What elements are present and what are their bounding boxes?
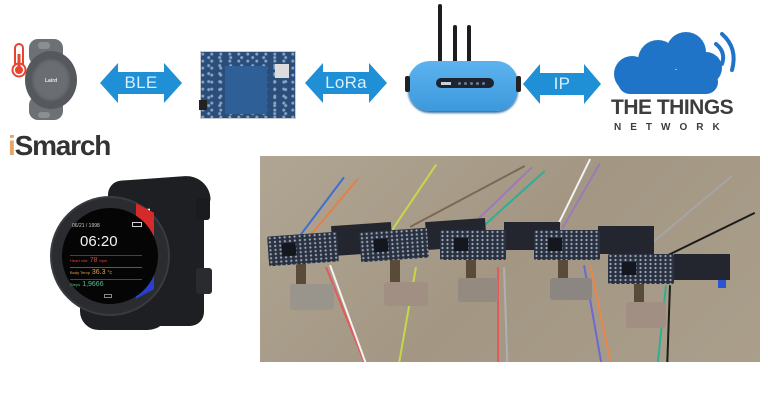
logo-name: Smarch xyxy=(14,130,112,161)
logo-prefix: i xyxy=(8,130,16,161)
sensor-plate xyxy=(626,302,666,328)
sensor-slot-top xyxy=(38,42,50,49)
gateway-led-panel xyxy=(436,78,494,88)
flex-cable xyxy=(558,260,568,282)
antenna-strip-4 xyxy=(598,226,654,254)
wire-white-2 xyxy=(329,264,370,362)
lora-label: LoRa xyxy=(325,73,367,92)
sensor-pcb-4 xyxy=(534,230,600,260)
sensor-pcb-5 xyxy=(608,254,674,284)
watch-time: 06:20 xyxy=(80,233,118,250)
strap-buckle xyxy=(196,268,212,294)
ip-link-arrow: IP xyxy=(523,64,601,104)
flex-cable xyxy=(296,262,306,288)
flex-cable xyxy=(390,260,400,286)
ble-label: BLE xyxy=(124,73,158,92)
cloud-wifi-icon xyxy=(614,32,736,94)
board-gps-module xyxy=(275,64,289,78)
screen-home-icon xyxy=(104,294,112,298)
body-temp-value: 36.3 xyxy=(91,269,106,276)
antenna-strip-5 xyxy=(674,254,730,280)
gateway-body xyxy=(408,61,518,111)
gateway-antenna-3 xyxy=(467,25,471,63)
gateway-antenna-2 xyxy=(453,25,457,63)
heart-rate-row: Heart rate 78 bpm xyxy=(70,257,107,264)
hardware-photo xyxy=(260,156,760,362)
ble-link-arrow: BLE xyxy=(100,63,182,103)
bridge-board xyxy=(199,51,296,119)
wire-white xyxy=(555,158,592,230)
ismarch-logo: iSmarch xyxy=(8,130,112,162)
flex-cable xyxy=(466,260,476,282)
gateway-antenna-1 xyxy=(438,4,442,64)
led xyxy=(470,81,473,85)
board-connector xyxy=(199,100,207,110)
watch-screen: 06/21 / 1998 06:20 Heart rate 78 bpm Bod… xyxy=(62,208,158,304)
led xyxy=(464,81,467,85)
led xyxy=(476,81,479,85)
heart-rate-value: 78 xyxy=(89,257,98,264)
divider xyxy=(70,279,142,280)
chip xyxy=(548,238,562,251)
led xyxy=(482,81,485,85)
double-arrow-icon xyxy=(305,63,387,103)
flex-cable xyxy=(634,282,644,306)
sensor-pcb-2 xyxy=(359,227,429,263)
chip xyxy=(622,262,636,275)
board-shield xyxy=(225,66,267,114)
watch-date: 06/21 / 1998 xyxy=(72,223,100,229)
sensor-face xyxy=(31,58,71,102)
wire-grey-2 xyxy=(503,266,509,362)
sensor-slot-bottom xyxy=(38,112,50,118)
ip-label: IP xyxy=(553,74,571,93)
steps-value: 1,9666 xyxy=(82,281,104,288)
ttn-subtitle: NETWORK xyxy=(614,122,729,133)
battery-icon xyxy=(132,222,142,227)
gateway-logo xyxy=(441,81,451,85)
sensor-brand-text: Laird xyxy=(45,78,58,84)
heart-rate-unit: bpm xyxy=(99,258,108,263)
chip xyxy=(281,242,297,257)
divider xyxy=(70,267,142,268)
body-temp-row: Body Temp 36.3 °c xyxy=(70,269,112,276)
double-arrow-icon xyxy=(523,64,601,104)
body-temp-unit: °c xyxy=(107,270,112,276)
led xyxy=(458,81,461,85)
strap-loop xyxy=(196,198,210,220)
sensor-plate xyxy=(550,278,592,300)
wire-black-2 xyxy=(666,284,671,362)
gateway-side-mount-left xyxy=(405,76,410,92)
sensor-plate xyxy=(458,278,498,302)
blue-tab xyxy=(718,280,726,288)
chip xyxy=(454,238,468,251)
sensor-pcb-1 xyxy=(267,231,339,267)
sensor-plate xyxy=(290,284,334,310)
chip xyxy=(373,238,389,253)
divider xyxy=(70,255,142,256)
double-arrow-icon xyxy=(100,63,182,103)
gateway-side-mount-right xyxy=(516,76,521,92)
ttn-title: THE THINGS xyxy=(611,96,734,119)
body-temp-label: Body Temp xyxy=(70,270,90,275)
heart-rate-label: Heart rate xyxy=(70,258,88,263)
lora-link-arrow: LoRa xyxy=(305,63,387,103)
steps-row: Steps 1,9666 xyxy=(70,281,104,288)
sensor-plate xyxy=(384,282,428,306)
thermometer-icon xyxy=(11,43,27,78)
sensor-pcb-3 xyxy=(440,230,506,260)
steps-label: Steps xyxy=(70,282,81,287)
